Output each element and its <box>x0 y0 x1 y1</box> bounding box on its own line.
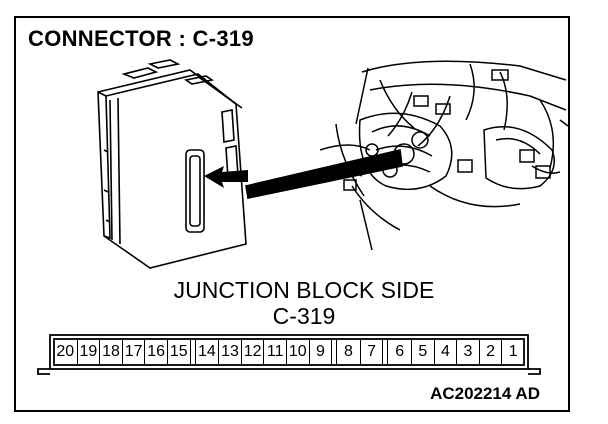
connector-pin-1: 1 <box>501 339 524 365</box>
connector-pin-18: 18 <box>99 339 122 365</box>
instrument-panel-harness <box>319 60 569 251</box>
caption-junction-block-side: JUNCTION BLOCK SIDE <box>173 277 435 303</box>
connector-pin-10: 10 <box>286 339 309 365</box>
junction-block <box>97 59 247 269</box>
connector-title: CONNECTOR : C-319 <box>28 26 254 51</box>
pin-group-separator <box>189 339 196 365</box>
figure-id: AC202214 AD <box>430 384 540 403</box>
leader-line <box>245 149 403 199</box>
connector-pin-4: 4 <box>433 339 457 365</box>
connector-pin-20: 20 <box>56 343 75 360</box>
connector-pin-8: 8 <box>344 343 353 360</box>
connector-pin-2: 2 <box>478 339 502 365</box>
connector-pin-12: 12 <box>240 339 264 365</box>
diagram-frame <box>14 16 570 412</box>
pin-group-separator <box>331 339 338 365</box>
connector-pin-13: 13 <box>218 339 241 365</box>
connector-pin-6: 6 <box>395 343 405 360</box>
connector-pin-17: 17 <box>121 339 145 365</box>
connector-pin-14: 14 <box>197 343 216 360</box>
pointer-arrow <box>204 166 248 188</box>
connector-pin-5: 5 <box>411 339 434 365</box>
connector-face-outline <box>37 334 541 375</box>
connector-pin-7: 7 <box>359 339 383 365</box>
pin-group-separator <box>382 339 389 365</box>
caption-connector-id: C-319 <box>272 303 336 329</box>
connector-pin-19: 19 <box>76 339 100 365</box>
connector-pin-11: 11 <box>263 339 286 365</box>
connector-pin-9: 9 <box>308 339 332 365</box>
connector-pin-16: 16 <box>144 339 167 365</box>
connector-pin-3: 3 <box>456 339 479 365</box>
connector-pin-15: 15 <box>167 339 190 365</box>
